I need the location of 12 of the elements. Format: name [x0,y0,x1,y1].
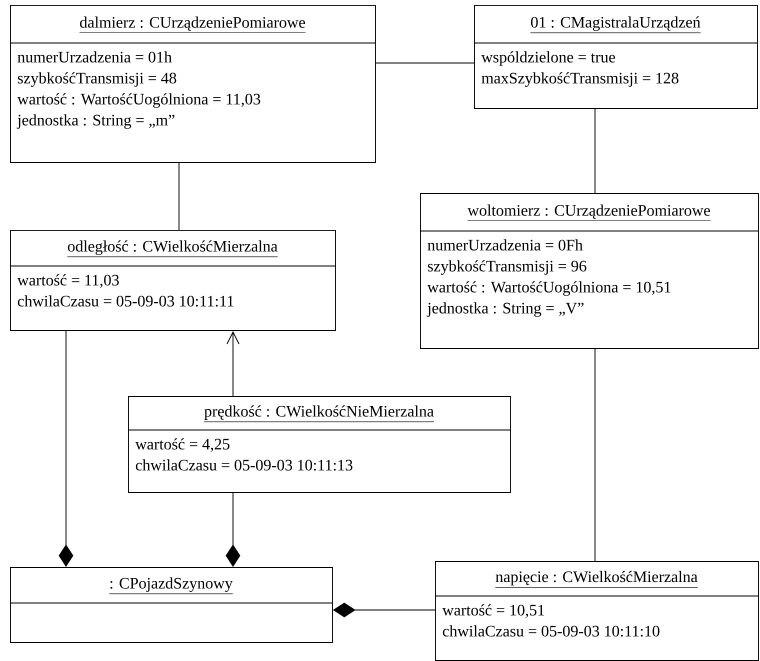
object-box: prędkość : CWielkośćNieMierzalna wartość = 4,25 chwilaCzasu = 05-09-03 10:11:13 [128,396,511,493]
object-box: napięcie : CWielkośćMierzalna wartość = 10,51 chwilaCzasu = 05-09-03 10:11:10 [434,561,759,661]
link-line [594,108,596,194]
object-box: odległość : CWielkośćMierzalna wartość = 11,03 chwilaCzasu = 05-09-03 10:11:11 [10,230,336,331]
object-box: woltomierz : CUrządzeniePomiarowe numerUrzadzenia = 0Fh szybkośćTransmisji = 96 wartość : WartośćUogólniona = 10,51 jednostka : String = „V” [420,193,759,349]
object-box: dalmierz : CUrządzeniePomiarowe numerUrzadzenia = 01h szybkośćTransmisji = 48 wartość : WartośćUogólniona = 11,03 jednostka : String = „m” [10,5,376,163]
object-box: 01 : CMagistralaUrządzeń wspóldzielone = true maxSzybkośćTransmisji = 128 [474,5,758,109]
link-line [178,162,180,230]
link-line [375,62,474,64]
link-line [594,348,596,562]
arrow [226,330,240,396]
object-box: : CPojazdSzynowy [10,567,333,643]
